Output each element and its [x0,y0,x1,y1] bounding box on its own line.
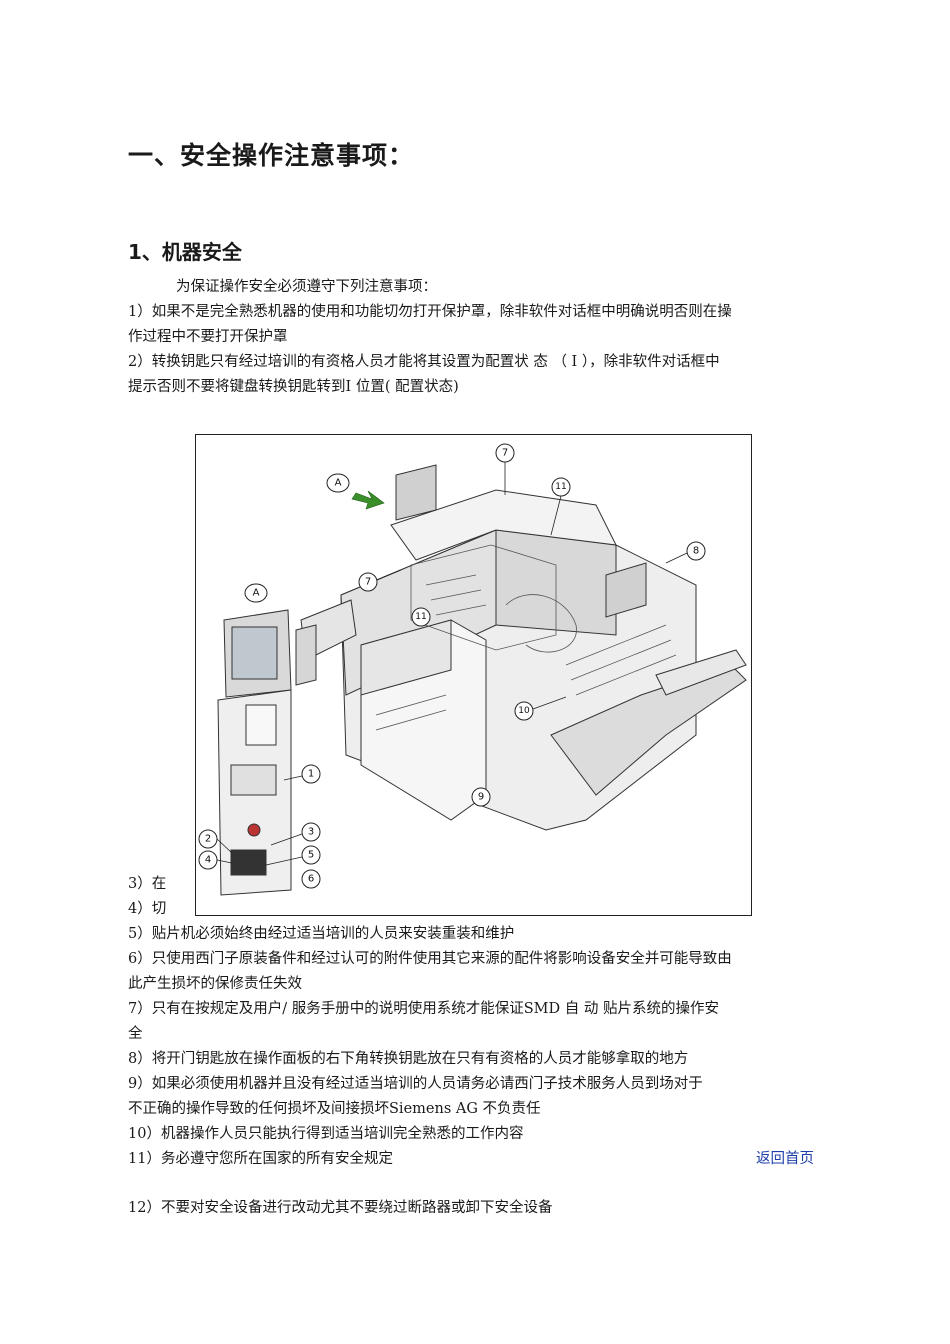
rule-line: 10）机器操作人员只能执行得到适当培训完全熟悉的工作内容 [128,1126,524,1142]
rule-line: 此产生损坏的保修责任失效 [128,976,302,992]
rule-line: 作过程中不要打开保护罩 [128,329,288,345]
callout-a-top [326,473,350,493]
callout-3 [301,822,321,842]
callout-label: A [335,478,342,489]
callout-label: 10 [518,706,530,716]
callout-10 [514,701,534,721]
section-heading: 1、机器安全 [128,240,242,264]
callout-label: 5 [308,850,314,861]
callout-label: 11 [415,612,426,622]
machine-diagram: A 7 11 8 7 11 10 9 A 1 2 3 4 5 6 [195,434,752,916]
callout-label: 7 [365,577,371,588]
rule-line-partial: 3）在 [128,876,167,892]
rule-line: 不正确的操作导致的任何损坏及间接损坏Siemens AG 不负责任 [128,1101,541,1117]
rule-line-partial: 4）切 [128,901,167,917]
callout-label: 3 [308,827,314,838]
rule-line: 5）贴片机必须始终由经过适当培训的人员来安装重装和维护 [128,926,515,942]
callout-label: 7 [502,448,508,459]
rule-line: 7）只有在按规定及用户/ 服务手册中的说明使用系统才能保证SMD 自 动 贴片系… [128,1001,719,1017]
rule-line: 提示否则不要将键盘转换钥匙转到Ⅰ 位置( 配置状态) [128,379,459,395]
callout-1 [301,764,321,784]
callout-8 [686,541,706,561]
rule-line: 1）如果不是完全熟悉机器的使用和功能切勿打开保护罩，除非软件对话框中明确说明否则… [128,304,732,320]
back-home-link[interactable]: 返回首页 [756,1151,814,1167]
rule-line: 8）将开门钥匙放在操作面板的右下角转换钥匙放在只有有资格的人员才能够拿取的地方 [128,1051,689,1067]
page-heading: 一、安全操作注意事项： [128,141,415,170]
rule-line: 全 [128,1026,143,1042]
rule-line: 11）务必遵守您所在国家的所有安全规定 [128,1151,393,1167]
rule-line: 9）如果必须使用机器并且没有经过适当培训的人员请务必请西门子技术服务人员到场对于 [128,1076,703,1092]
rule-line: 2）转换钥匙只有经过培训的有资格人员才能将其设置为配置状 态 （ Ⅰ ），除非软… [128,354,720,370]
rule-line: 12）不要对安全设备进行改动尤其不要绕过断路器或卸下安全设备 [128,1200,553,1216]
callout-label: 9 [478,792,484,803]
rule-line: 6）只使用西门子原装备件和经过认可的附件使用其它来源的配件将影响设备安全并可能导… [128,951,732,967]
callout-label: 6 [308,874,314,885]
callout-label: 1 [308,769,314,780]
callout-label: 8 [693,546,699,557]
callout-9 [471,787,491,807]
callout-label: A [253,588,260,599]
intro-text: 为保证操作安全必须遵守下列注意事项： [176,279,437,295]
callout-11-left [411,607,431,627]
callout-label: 4 [205,855,211,866]
callout-5 [301,845,321,865]
callout-6 [301,869,321,889]
callout-label: 2 [205,834,211,845]
callout-a-stand [244,583,268,603]
callout-7-left [358,572,378,592]
callout-label: 11 [555,482,566,492]
